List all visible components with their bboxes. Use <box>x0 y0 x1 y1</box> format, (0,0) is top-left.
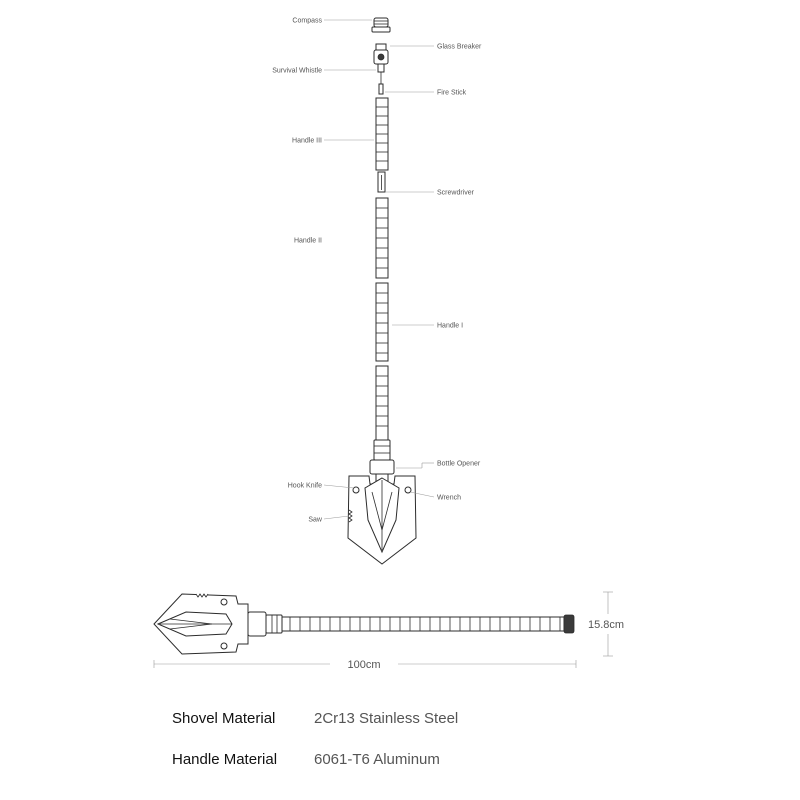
compass-part <box>371 17 391 33</box>
label-fire-stick: Fire Stick <box>437 90 467 97</box>
label-compass: Compass <box>292 18 322 25</box>
label-survival-whistle: Survival Whistle <box>272 68 322 75</box>
handle-3-part <box>375 97 389 171</box>
label-handle-3: Handle III <box>292 138 322 145</box>
handle-segment-lines <box>289 617 561 631</box>
length-dimension-label: 100cm <box>347 659 380 671</box>
label-screwdriver: Screwdriver <box>437 190 475 197</box>
label-wrench: Wrench <box>437 495 461 502</box>
label-handle-2: Handle II <box>294 238 322 245</box>
label-saw: Saw <box>308 517 323 524</box>
survival-whistle-part <box>377 63 385 84</box>
label-hook-knife: Hook Knife <box>288 483 322 490</box>
glass-breaker-part <box>373 43 389 65</box>
height-dimension-label: 15.8cm <box>588 619 624 631</box>
leader-lines <box>323 19 435 520</box>
handle-material-label: Handle Material <box>172 751 278 768</box>
handle-material-value: 6061-T6 Aluminum <box>314 751 440 768</box>
label-bottle-opener: Bottle Opener <box>437 461 481 468</box>
base-handle-part <box>369 365 395 475</box>
shovel-assembled-horizontal <box>153 593 575 655</box>
handle-1-part <box>375 282 389 362</box>
label-glass-breaker: Glass Breaker <box>437 44 482 51</box>
handle-2-part <box>375 197 389 279</box>
screwdriver-part <box>377 171 386 193</box>
shovel-material-value: 2Cr13 Stainless Steel <box>314 710 459 727</box>
length-dimension-line <box>153 660 577 668</box>
shovel-blade-vertical <box>347 473 417 565</box>
label-handle-1: Handle I <box>437 323 463 330</box>
shovel-material-label: Shovel Material <box>172 710 276 727</box>
fire-stick-part <box>378 83 384 95</box>
height-dimension-line <box>603 591 613 657</box>
